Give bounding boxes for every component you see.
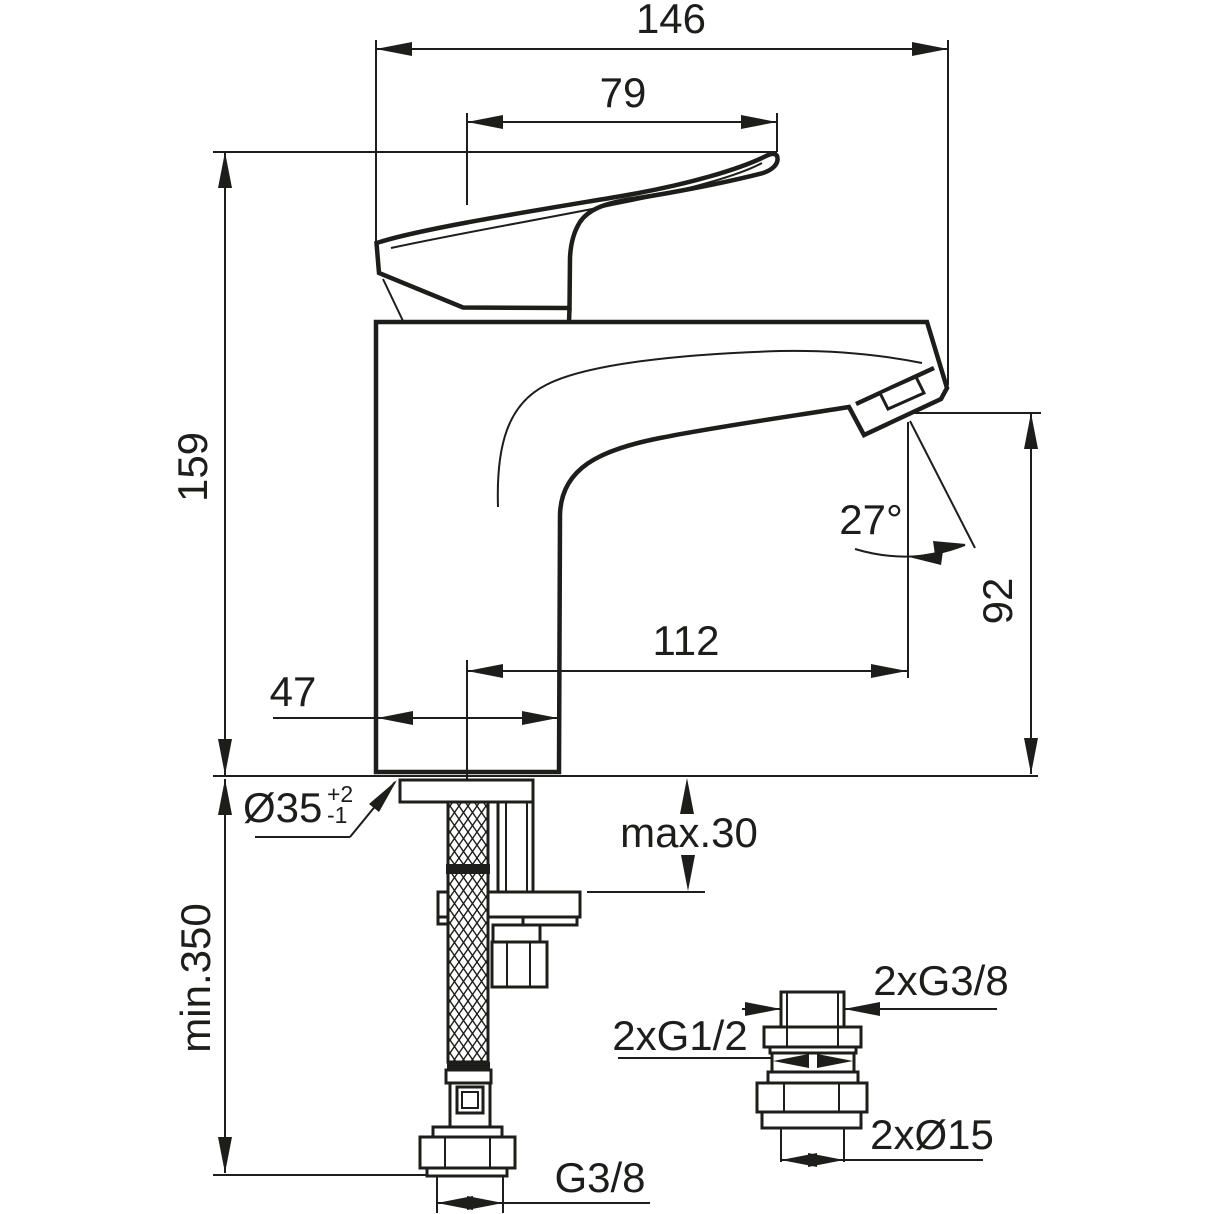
label-handle-length: 79: [600, 69, 647, 116]
arrow-min350-bottom: [218, 1137, 232, 1173]
arrow-159-top: [218, 152, 232, 188]
supply-pipe-inner: [505, 802, 528, 892]
label-outlet-connection: G3/8: [554, 1154, 645, 1201]
dimension-labels: 146 79 159 27° 92 112 47 Ø35 +2 -1 max.3…: [169, 0, 1021, 1201]
arrow-min350-top: [218, 779, 232, 815]
dimension-lines: [213, 40, 1041, 1213]
label-min-hose-length: min.350: [172, 903, 219, 1052]
bracket-tab-right: [521, 915, 579, 927]
arrowheads: [218, 42, 1038, 1210]
end-nut: [418, 1135, 517, 1170]
arrow-47-left: [377, 711, 413, 725]
handle-pivot: [566, 307, 572, 323]
label-spout-reach: 112: [653, 617, 720, 664]
arrow-angle-right: [933, 541, 966, 555]
arrow-79-right: [741, 115, 777, 129]
handle-dome-edge: [382, 278, 404, 322]
fitting-skirt: [760, 1110, 863, 1130]
arrow-detail-g12-left: [773, 1054, 809, 1068]
label-spout-angle: 27°: [839, 496, 903, 543]
arrow-g38-left: [437, 1196, 473, 1210]
faucet-handle: [374, 151, 780, 311]
arrow-max30-down: [681, 855, 695, 891]
arrow-max30-up: [680, 778, 694, 814]
fitting-band2: [766, 1070, 860, 1085]
label-detail-top-thread: 2xG3/8: [873, 957, 1008, 1004]
angle-arc: [854, 544, 966, 558]
angle-slant-ray: [909, 420, 976, 549]
faucet-outline: [373, 151, 950, 775]
label-hole-tol-minus: -1: [327, 802, 347, 828]
spout-inner-curve: [496, 349, 923, 508]
label-hole-diameter: Ø35: [243, 784, 322, 831]
connector-window: [455, 1085, 485, 1115]
fitting-upper-hex-facets: [786, 1027, 839, 1047]
fitting-upper-hex: [762, 1025, 863, 1049]
connector-band: [447, 1062, 490, 1070]
arrow-146-right: [912, 42, 948, 56]
fitting-top-thread-lines: [786, 992, 839, 1027]
pipe-hex-nut: [490, 940, 549, 989]
pipe-collar: [491, 923, 542, 944]
arrow-detail-g12-right: [817, 1054, 853, 1068]
arrow-detail-g38-right: [844, 1002, 880, 1016]
label-detail-middle-thread: 2xG1/2: [612, 1012, 747, 1059]
label-hole-tol-plus: +2: [327, 781, 353, 807]
arrow-92-bottom: [1024, 738, 1038, 774]
label-overall-depth: 146: [636, 0, 706, 42]
arrow-g38-right: [467, 1196, 503, 1210]
supply-pipe: [496, 802, 535, 892]
base-washer: [398, 778, 535, 804]
arrow-angle-left: [909, 551, 943, 565]
fitting-top-thread: [779, 990, 846, 1029]
end-nut-facets: [444, 1137, 491, 1168]
end-nut-flange: [425, 1166, 509, 1178]
faucet-body-spout: [373, 319, 950, 775]
connector-collar: [444, 1068, 493, 1085]
arrow-detail-g38-left: [745, 1002, 781, 1016]
detail-d15-ext: [780, 1128, 845, 1162]
fitting-lower-hex: [755, 1081, 869, 1114]
aerator-mesh: [877, 375, 927, 411]
arrow-47-right: [522, 711, 558, 725]
arrow-dia35-leader: [369, 780, 397, 812]
label-detail-pipe-diameter: 2xØ15: [870, 1111, 994, 1158]
pipe-hex-facets: [506, 942, 531, 987]
arrow-79-left: [467, 115, 503, 129]
label-outlet-height: 92: [974, 578, 1021, 625]
arrow-146-left: [376, 42, 412, 56]
label-max-deck-thickness: max.30: [620, 809, 758, 856]
connector-window-inner: [461, 1091, 479, 1109]
arrow-112-left: [467, 664, 503, 678]
hose-joint-band: [446, 864, 490, 874]
fitting-lower-hex-facets: [783, 1083, 840, 1112]
label-base-depth: 47: [270, 668, 317, 715]
arrow-92-top: [1024, 413, 1038, 449]
label-total-height: 159: [169, 432, 216, 502]
arrow-detail-d15-right: [808, 1153, 844, 1167]
handle-inner-line: [390, 162, 763, 249]
under-deck-assembly: [398, 778, 582, 1178]
arrow-159-bottom: [218, 739, 232, 775]
braided-hose: [446, 800, 490, 1064]
arrow-112-right: [871, 664, 907, 678]
